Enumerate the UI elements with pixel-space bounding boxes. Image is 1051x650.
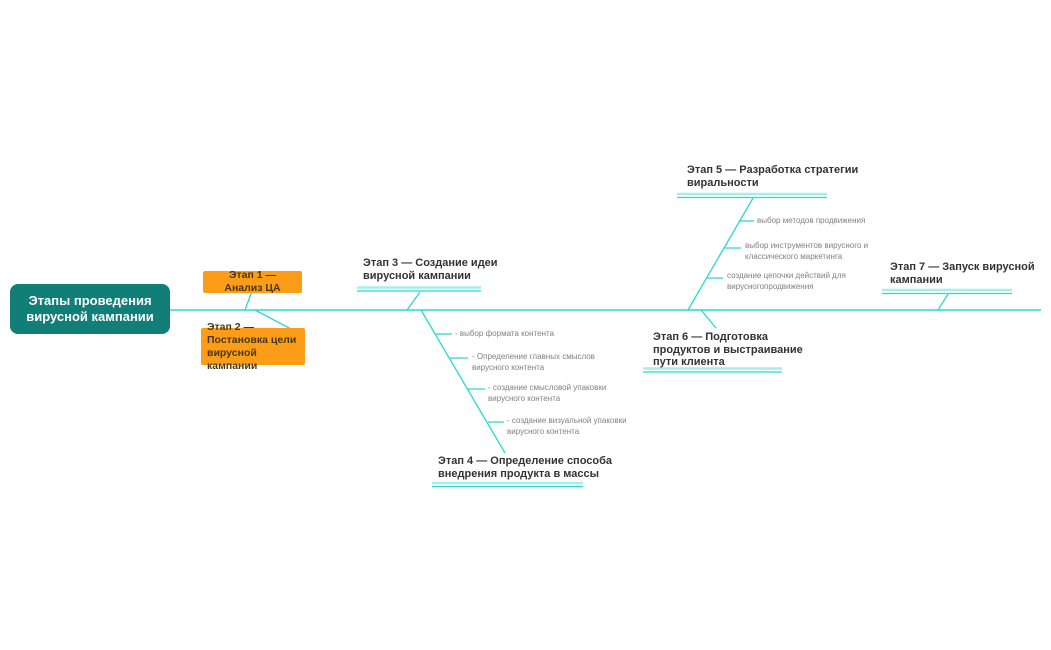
stage-2-rib [254, 309, 292, 330]
stage-6-rib [700, 309, 717, 329]
root-topic[interactable]: Этапы проведения вирусной кампании [10, 284, 170, 334]
stage-6-topic[interactable]: Этап 6 — Подготовка продуктов и выстраив… [653, 331, 803, 368]
stage-1-topic[interactable]: Этап 1 — Анализ ЦА [203, 269, 302, 294]
stage-3-topic[interactable]: Этап 3 — Создание идеи вирусной кампании [363, 257, 498, 282]
stage-3-subtopic-2[interactable]: - Определение главных смыслов вирусного … [472, 352, 595, 372]
stage-5-subtopic-2[interactable]: выбор инструментов вирусного и классичес… [745, 241, 869, 261]
stage-3-rib [406, 291, 421, 311]
stage-3-subtopic-4[interactable]: - создание визуальной упаковки вирусного… [507, 416, 627, 436]
stage-3-subtopic-3[interactable]: - создание смысловой упаковки вирусного … [488, 383, 607, 403]
stage-7-topic[interactable]: Этап 7 — Запуск вирусной кампании [890, 261, 1035, 286]
stage-1-rib [244, 290, 253, 311]
stage-7-rib [937, 293, 949, 311]
stage-5-rib [687, 197, 754, 311]
stage-2-topic[interactable]: Этап 2 — Постановка цели вирусной кампан… [201, 321, 305, 372]
stage-4-rib [420, 309, 506, 454]
stage-3-subtopic-1[interactable]: - выбор формата контента [455, 329, 555, 338]
stage-4-topic[interactable]: Этап 4 — Определение способа внедрения п… [438, 455, 613, 480]
stage-5-subtopic-1[interactable]: выбор методов продвижения [757, 216, 866, 225]
stage-5-subtopic-3[interactable]: создание цепочки действий для вирусногоп… [727, 271, 846, 291]
stage-5-topic[interactable]: Этап 5 — Разработка стратегии виральност… [687, 164, 859, 189]
